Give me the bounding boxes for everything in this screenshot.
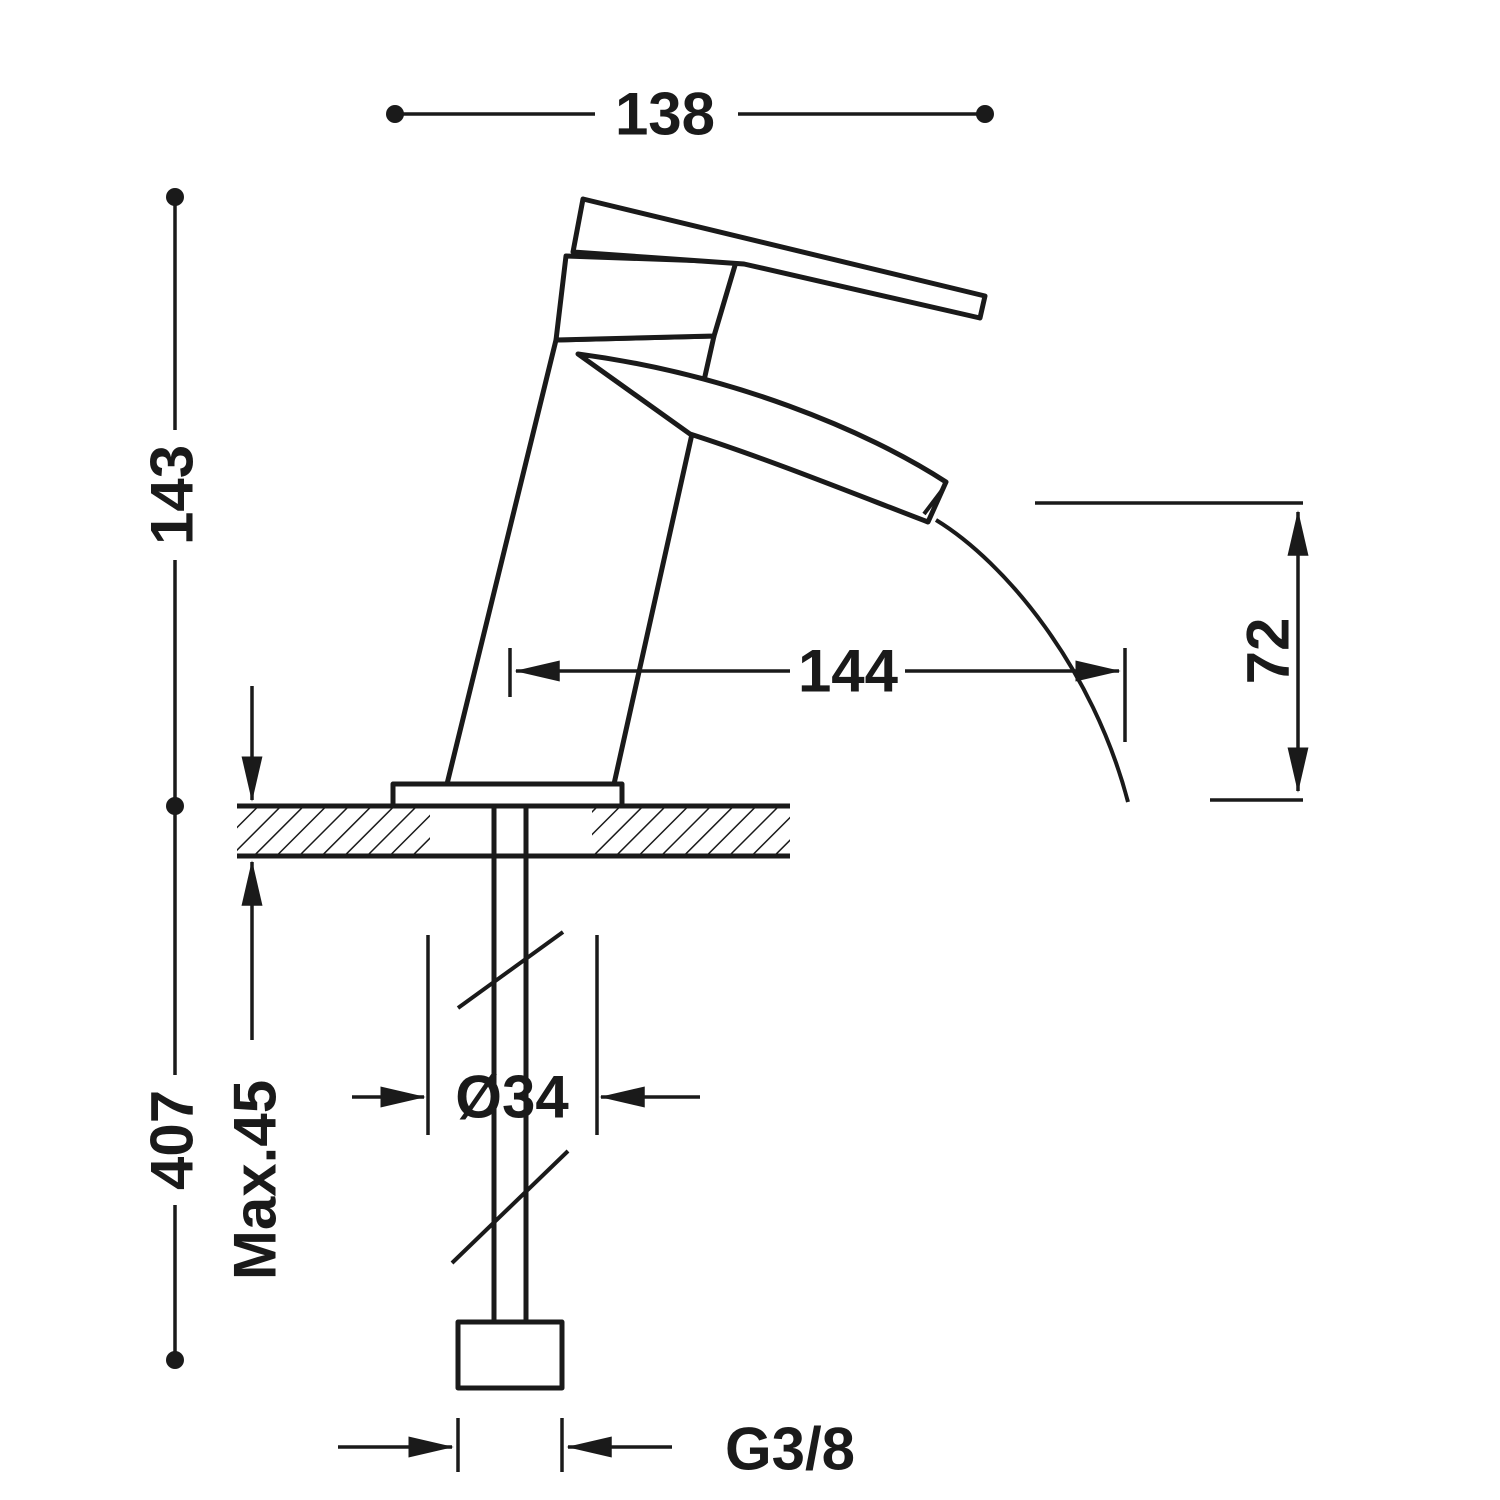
connection-nut: [455, 1319, 565, 1391]
dim-spout-height: 72: [1035, 501, 1309, 802]
dimension-dot: [166, 188, 184, 206]
dim-spout-reach-label: 144: [798, 638, 899, 705]
pipe-break-mark-upper: [456, 930, 565, 1010]
deck-hatch-left: [237, 806, 430, 856]
dim-supply-length-label: 407: [139, 1090, 206, 1190]
base-flange: [390, 781, 625, 809]
dim-thread-size: G3/8: [338, 1416, 855, 1483]
dim-shank-diameter: Ø34: [352, 935, 700, 1135]
dim-handle-width: 138: [386, 81, 994, 148]
dim-shank-diameter-label: Ø34: [455, 1064, 569, 1131]
cartridge-housing: [553, 253, 739, 343]
dim-body-height-label: 143: [139, 445, 206, 545]
dimension-dot: [166, 1351, 184, 1369]
pipe-break-mark-lower: [450, 1149, 570, 1265]
dim-max-deck-thickness: Max.45: [222, 686, 289, 1280]
dim-spout-height-label: 72: [1235, 618, 1302, 685]
dim-thread-size-label: G3/8: [725, 1416, 855, 1483]
dimension-dot: [386, 105, 404, 123]
spout: [575, 351, 949, 525]
deck-section: [237, 803, 790, 859]
supply-pipe: [450, 806, 570, 1391]
deck-hatch-right: [592, 806, 790, 856]
aerator-line: [922, 487, 945, 516]
water-stream-arc: [934, 518, 1130, 803]
handle-lever: [570, 196, 988, 321]
dim-supply-length: 407: [139, 806, 206, 1369]
dim-spout-reach: 144: [508, 638, 1127, 742]
dimension-dot: [976, 105, 994, 123]
dim-max-deck-thickness-label: Max.45: [222, 1080, 289, 1280]
dim-body-height: 143: [139, 188, 206, 815]
faucet: [390, 196, 1130, 809]
dim-handle-width-label: 138: [615, 81, 715, 148]
